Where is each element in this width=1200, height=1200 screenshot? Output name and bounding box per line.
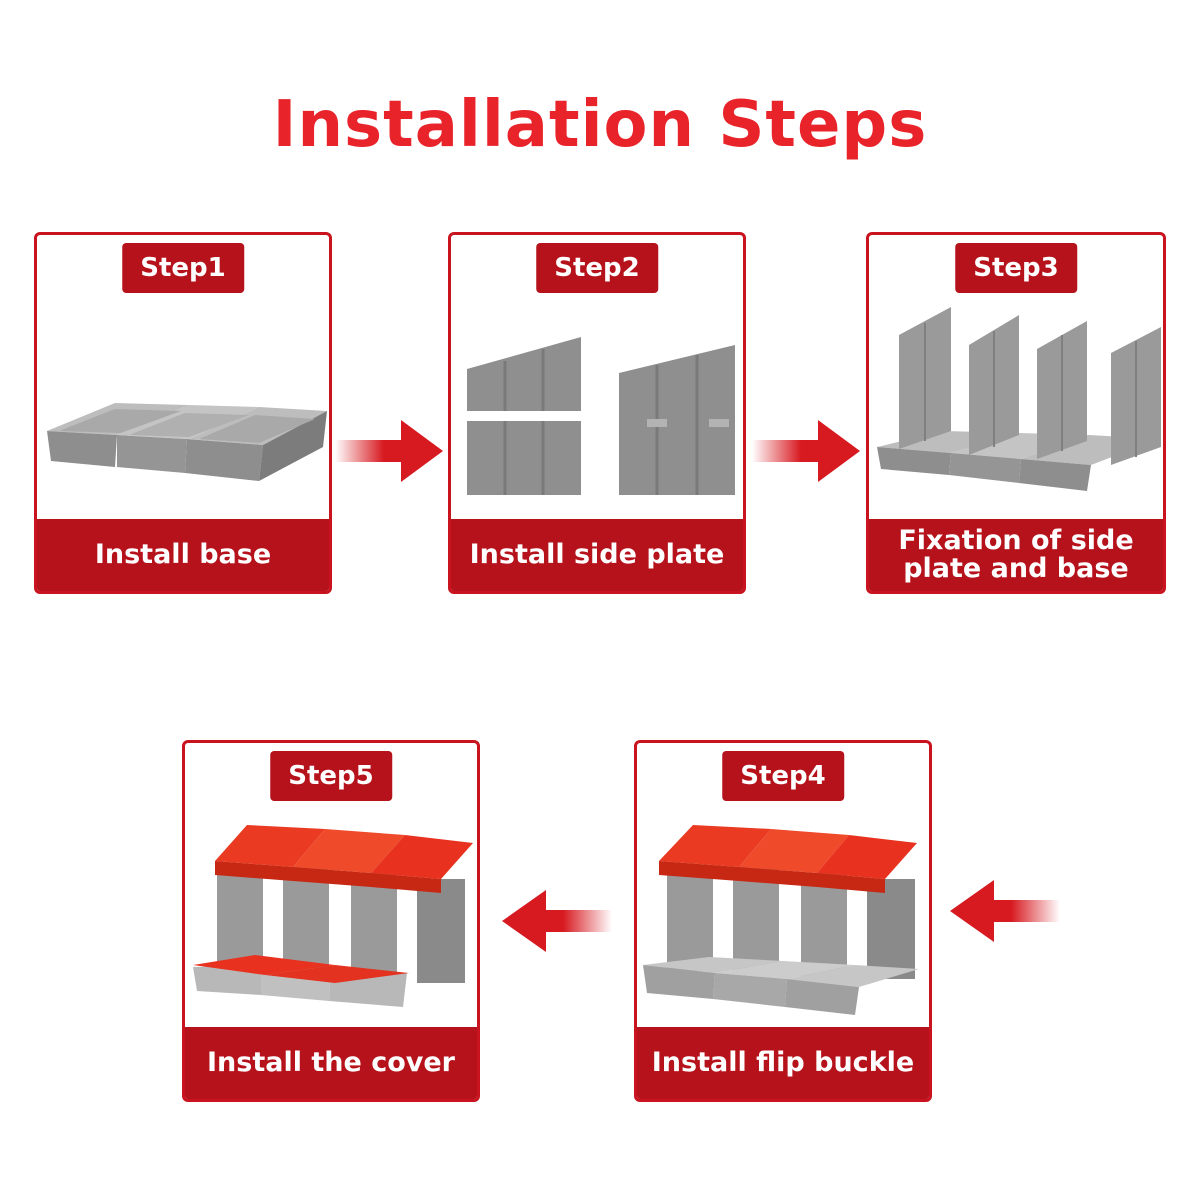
arrow-right-icon <box>752 420 860 482</box>
step2-card: Step2 Install side plate <box>448 232 746 594</box>
step5-card: Step5 Install the cover <box>182 740 480 1102</box>
step1-caption: Install base <box>37 519 329 591</box>
arrow-right-icon <box>335 420 443 482</box>
flip-buckle-illustration <box>643 825 919 1015</box>
covered-house-illustration <box>193 825 473 1007</box>
step5-badge: Step5 <box>270 751 392 801</box>
step1-badge: Step1 <box>122 243 244 293</box>
step3-caption: Fixation of side plate and base <box>869 519 1163 591</box>
assembled-frame-illustration <box>877 307 1161 491</box>
step4-caption: Install flip buckle <box>637 1027 929 1099</box>
step3-card: Step3 Fixation of side plate and base <box>866 232 1166 594</box>
page-title: Installation Steps <box>272 88 928 162</box>
step4-badge: Step4 <box>722 751 844 801</box>
step2-badge: Step2 <box>536 243 658 293</box>
step3-badge: Step3 <box>955 243 1077 293</box>
step4-card: Step4 Install flip buckle <box>634 740 932 1102</box>
step2-caption: Install side plate <box>451 519 743 591</box>
arrow-left-icon <box>950 880 1060 942</box>
step5-caption: Install the cover <box>185 1027 477 1099</box>
side-plates-illustration <box>467 337 735 495</box>
step1-card: Step1 Install base <box>34 232 332 594</box>
arrow-left-icon <box>502 890 612 952</box>
base-trays-illustration <box>47 403 327 481</box>
